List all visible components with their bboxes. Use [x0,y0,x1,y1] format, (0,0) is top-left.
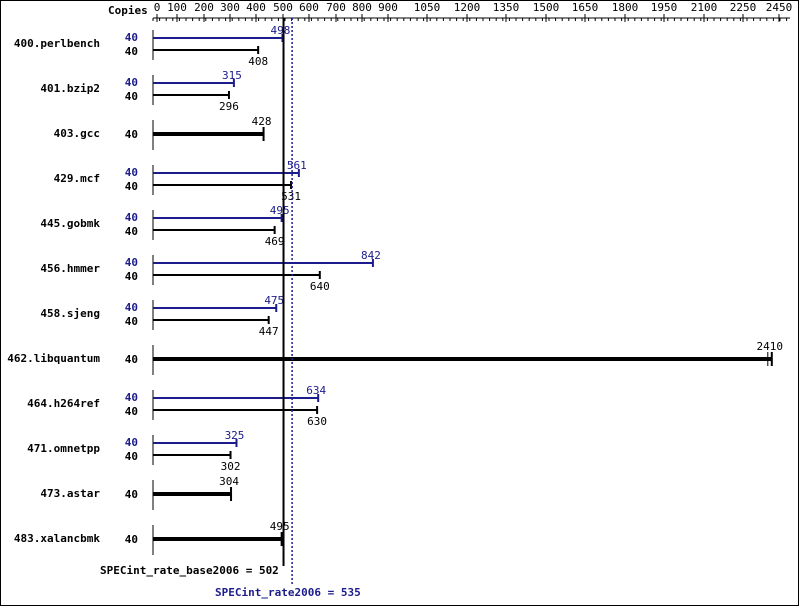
x-axis-tick-label: 800 [352,1,372,14]
benchmark-label: 456.hmmer [40,262,100,275]
base-value-label: 296 [219,100,239,113]
peak-value-label: 561 [287,159,307,172]
peak-value-label: 495 [270,204,290,217]
x-axis-tick-label: 1800 [612,1,639,14]
x-axis-tick-label: 900 [378,1,398,14]
benchmark-label: 483.xalancbmk [14,532,100,545]
base-copies-label: 40 [125,225,138,238]
base-copies-label: 40 [125,533,138,546]
x-axis-tick-label: 1050 [414,1,441,14]
peak-copies-label: 40 [125,166,138,179]
peak-copies-label: 40 [125,256,138,269]
benchmark-label: 462.libquantum [7,352,100,365]
peak-copies-label: 40 [125,301,138,314]
peak-value-label: 315 [222,69,242,82]
peak-value-label: 634 [306,384,326,397]
x-axis: 0 100 200 300 400 500 600 700 800 900 1050 1200 1350… [152,1,793,22]
base-copies-label: 40 [125,405,138,418]
base-value-label: 531 [281,190,301,203]
x-axis-tick-label: 700 [326,1,346,14]
base-value-label: 630 [307,415,327,428]
summary-peak-label: SPECint_rate2006 = 535 [215,586,361,599]
base-copies-label: 40 [125,450,138,463]
peak-value-label: 498 [271,24,291,37]
base-value-label: 640 [310,280,330,293]
base-value-label: 495 [270,520,290,533]
base-value-label: 428 [252,115,272,128]
x-axis-tick-label: 500 [273,1,293,14]
axis-title-copies: Copies [108,4,148,17]
x-axis-tick-label: 2450 [766,1,793,14]
base-value-label: 302 [221,460,241,473]
reference-lines [282,18,293,586]
x-axis-tick-label: 0 [154,1,161,14]
benchmark-label: 445.gobmk [40,217,100,230]
x-axis-tick-label: 300 [220,1,240,14]
x-axis-tick-label: 200 [194,1,214,14]
benchmark-label: 400.perlbench [14,37,100,50]
base-copies-label: 40 [125,90,138,103]
benchmark-label: 429.mcf [54,172,100,185]
benchmark-label: 401.bzip2 [40,82,100,95]
peak-copies-label: 40 [125,436,138,449]
x-axis-tick-label: 1350 [493,1,520,14]
benchmark-label: 403.gcc [54,127,100,140]
peak-copies-label: 40 [125,31,138,44]
benchmark-label: 473.astar [40,487,100,500]
peak-copies-label: 40 [125,391,138,404]
benchmark-label: 471.omnetpp [27,442,100,455]
base-value-label: 469 [265,235,285,248]
x-axis-tick-label: 1650 [572,1,599,14]
x-axis-tick-label: 600 [299,1,319,14]
base-copies-label: 40 [125,315,138,328]
peak-value-label: 475 [264,294,284,307]
summary-base-label: SPECint_rate_base2006 = 502 [100,564,279,577]
peak-copies-label: 40 [125,211,138,224]
base-value-label: 2410 [757,340,784,353]
benchmark-label: 464.h264ref [27,397,100,410]
x-axis-tick-label: 1950 [651,1,678,14]
x-axis-tick-label: 1500 [533,1,560,14]
base-copies-label: 40 [125,488,138,501]
peak-copies-label: 40 [125,76,138,89]
bars-layer [152,30,773,555]
base-value-label: 304 [219,475,239,488]
peak-value-label: 325 [225,429,245,442]
base-copies-label: 40 [125,128,138,141]
x-axis-tick-label: 400 [246,1,266,14]
x-axis-tick-label: 1200 [454,1,481,14]
base-value-label: 408 [248,55,268,68]
base-copies-label: 40 [125,45,138,58]
base-value-label: 447 [259,325,279,338]
peak-value-label: 842 [361,249,381,262]
x-axis-tick-label: 2250 [730,1,757,14]
base-copies-label: 40 [125,353,138,366]
x-axis-tick-label: 100 [167,1,187,14]
x-axis-tick-label: 2100 [691,1,718,14]
base-copies-label: 40 [125,270,138,283]
base-copies-label: 40 [125,180,138,193]
benchmark-label: 458.sjeng [40,307,100,320]
